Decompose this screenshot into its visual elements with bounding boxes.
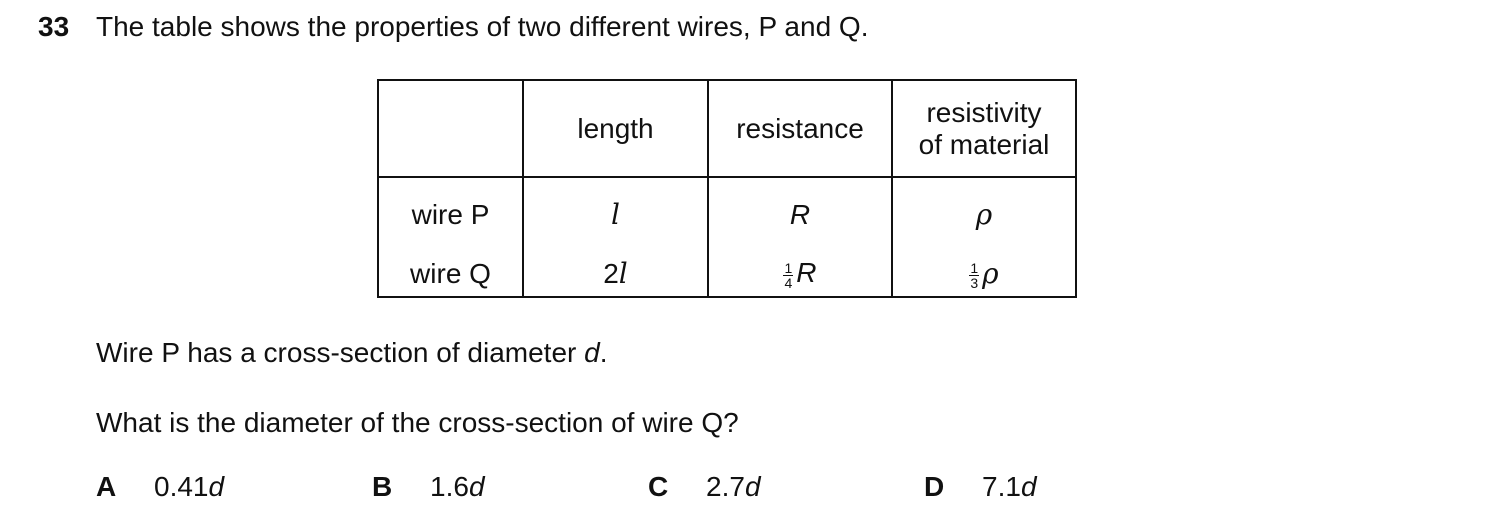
wire-p-resistivity: ρ — [891, 177, 1077, 251]
wire-q-length-symbol: l — [618, 257, 628, 290]
wire-q-resistivity: 1 3 ρ — [891, 251, 1077, 298]
wire-q-resistance-fraction: 1 4 — [783, 259, 794, 291]
wire-q-resistivity-fraction: 1 3 — [969, 260, 980, 292]
info-main: Wire P has a cross-section of diameter — [96, 337, 585, 368]
question-stem: The table shows the properties of two di… — [96, 11, 869, 42]
wire-p-length: l — [522, 177, 709, 251]
wire-q-resistivity-symbol: ρ — [982, 256, 999, 290]
wire-q-length: 2l — [522, 251, 709, 298]
wire-p-resistance-value: R — [789, 198, 811, 230]
option-b-letter: B — [372, 471, 393, 502]
header-empty-cell — [377, 79, 524, 178]
wire-q-resistance: 1 4 R — [707, 251, 893, 298]
option-b-value: 1.6 — [430, 471, 469, 502]
option-d-value: 7.1 — [982, 471, 1021, 502]
header-resistivity-line1: resistivity — [926, 96, 1042, 128]
header-resistivity-line2: of material — [918, 128, 1050, 160]
option-a[interactable]: A 0.41d — [96, 470, 224, 504]
fraction-denominator: 4 — [784, 274, 793, 291]
header-resistance: resistance — [707, 79, 893, 178]
option-b[interactable]: B 1.6d — [372, 470, 485, 504]
option-d[interactable]: D 7.1d — [924, 470, 1037, 504]
option-a-letter: A — [96, 471, 117, 502]
info-text: Wire P has a cross-section of diameter d… — [96, 336, 607, 370]
option-c-variable: d — [744, 471, 761, 502]
table-row: wire Q 2l 1 4 R 1 3 ρ — [377, 251, 1077, 298]
header-resistivity: resistivity of material — [891, 79, 1077, 178]
option-a-value: 0.41 — [154, 471, 209, 502]
properties-table: length resistance resistivity of materia… — [377, 79, 1077, 298]
option-d-variable: d — [1020, 471, 1037, 502]
option-c[interactable]: C 2.7d — [648, 470, 761, 504]
fraction-numerator: 1 — [969, 260, 980, 277]
row-label-wire-q: wire Q — [377, 251, 524, 298]
row-label-wire-p: wire P — [377, 177, 524, 251]
wire-p-resistivity-value: ρ — [975, 198, 993, 231]
question-prompt: What is the diameter of the cross-sectio… — [96, 407, 739, 438]
table-header-row: length resistance resistivity of materia… — [377, 79, 1077, 178]
wire-q-length-coef: 2 — [603, 258, 619, 289]
wire-q-resistance-symbol: R — [796, 257, 817, 289]
fraction-denominator: 3 — [970, 275, 979, 292]
option-b-variable: d — [468, 471, 485, 502]
option-d-letter: D — [924, 471, 945, 502]
wire-p-resistance: R — [707, 177, 893, 251]
info-variable: d — [584, 337, 600, 368]
wire-p-length-value: l — [611, 198, 620, 231]
header-length: length — [522, 79, 709, 178]
option-a-variable: d — [208, 471, 225, 502]
question-number: 33 — [38, 11, 70, 42]
table-row: wire P l R ρ — [377, 177, 1077, 251]
option-c-letter: C — [648, 471, 669, 502]
fraction-numerator: 1 — [783, 259, 794, 276]
option-c-value: 2.7 — [706, 471, 745, 502]
info-end: . — [599, 337, 608, 368]
